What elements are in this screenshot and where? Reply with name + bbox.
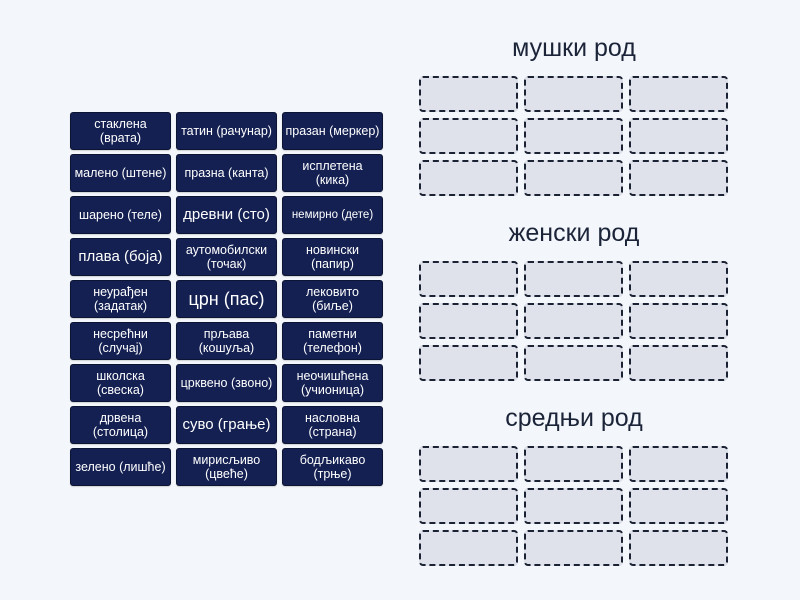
word-card[interactable]: исплетена (кика) <box>282 154 383 192</box>
drop-slot[interactable] <box>419 76 518 112</box>
drop-slot[interactable] <box>419 303 518 339</box>
word-card[interactable]: древни (сто) <box>176 196 277 234</box>
drop-slot[interactable] <box>524 303 623 339</box>
word-card[interactable]: црн (пас) <box>176 280 277 318</box>
drop-slot[interactable] <box>524 160 623 196</box>
drop-slot[interactable] <box>524 488 623 524</box>
word-card[interactable]: неочишћена (учионица) <box>282 364 383 402</box>
drop-slot[interactable] <box>524 261 623 297</box>
drop-slot[interactable] <box>524 530 623 566</box>
drop-slot[interactable] <box>419 488 518 524</box>
word-card[interactable]: суво (грање) <box>176 406 277 444</box>
word-card[interactable]: паметни (телефон) <box>282 322 383 360</box>
word-card[interactable]: мирисљиво (цвеће) <box>176 448 277 486</box>
word-card[interactable]: лековито (биље) <box>282 280 383 318</box>
drop-slot[interactable] <box>629 160 728 196</box>
drop-slot[interactable] <box>629 488 728 524</box>
drop-slot[interactable] <box>419 118 518 154</box>
word-card[interactable]: бодљикаво (трње) <box>282 448 383 486</box>
word-card[interactable]: дрвена (столица) <box>70 406 171 444</box>
drop-slot[interactable] <box>419 345 518 381</box>
drop-slot[interactable] <box>629 446 728 482</box>
word-card[interactable]: аутомобилски (точак) <box>176 238 277 276</box>
group-title: средњи род <box>505 404 643 432</box>
drop-slot[interactable] <box>524 76 623 112</box>
drop-slot[interactable] <box>629 118 728 154</box>
drop-slot[interactable] <box>629 303 728 339</box>
drop-slot[interactable] <box>419 160 518 196</box>
word-card[interactable]: црквено (звоно) <box>176 364 277 402</box>
word-card[interactable]: татин (рачунар) <box>176 112 277 150</box>
word-card[interactable]: новински (папир) <box>282 238 383 276</box>
group-title: мушки род <box>512 34 636 62</box>
word-card[interactable]: стаклена (врата) <box>70 112 171 150</box>
drop-slot[interactable] <box>629 261 728 297</box>
word-card[interactable]: шарено (теле) <box>70 196 171 234</box>
word-card[interactable]: зелено (лишће) <box>70 448 171 486</box>
drop-slot[interactable] <box>629 530 728 566</box>
word-card[interactable]: празан (меркер) <box>282 112 383 150</box>
word-card[interactable]: неурађен (задатак) <box>70 280 171 318</box>
drop-slot[interactable] <box>524 446 623 482</box>
word-card[interactable]: несрећни (случај) <box>70 322 171 360</box>
word-card[interactable]: малено (штене) <box>70 154 171 192</box>
word-card-pool: стаклена (врата) татин (рачунар) празан … <box>70 112 383 486</box>
drop-slot[interactable] <box>419 261 518 297</box>
word-card[interactable]: насловна (страна) <box>282 406 383 444</box>
word-card[interactable]: празна (канта) <box>176 154 277 192</box>
drop-zone-neuter[interactable] <box>419 446 728 566</box>
drop-zone-masculine[interactable] <box>419 76 728 196</box>
word-card[interactable]: плава (боја) <box>70 238 171 276</box>
drop-slot[interactable] <box>419 530 518 566</box>
word-card[interactable]: прљава (кошуља) <box>176 322 277 360</box>
drop-slot[interactable] <box>524 118 623 154</box>
word-card[interactable]: немирно (дете) <box>282 196 383 234</box>
drop-zone-feminine[interactable] <box>419 261 728 381</box>
drop-slot[interactable] <box>629 76 728 112</box>
drop-slot[interactable] <box>419 446 518 482</box>
word-card[interactable]: школска (свеска) <box>70 364 171 402</box>
drop-slot[interactable] <box>524 345 623 381</box>
group-title: женски род <box>508 219 640 247</box>
drop-slot[interactable] <box>629 345 728 381</box>
